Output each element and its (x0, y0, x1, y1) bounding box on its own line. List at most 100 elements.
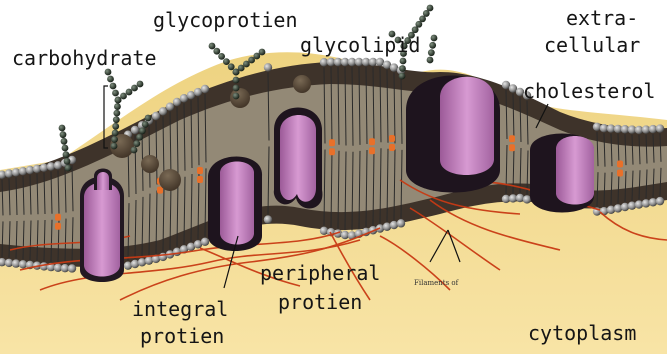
sugar-bead (228, 63, 235, 70)
sugar-bead (218, 53, 225, 60)
sugar-bead (213, 48, 220, 55)
sugar-bead (62, 145, 69, 152)
cholesterol-molecule (509, 135, 515, 142)
lipid-head (201, 238, 209, 246)
lipid-head (593, 123, 601, 131)
lipid-head (628, 201, 636, 209)
sugar-bead (142, 121, 149, 128)
sugar-bead (133, 140, 140, 147)
lipid-head (614, 204, 622, 212)
cholesterol-molecule (389, 144, 395, 151)
lipid-head (138, 258, 146, 266)
lipid-head (383, 223, 391, 231)
sugar-bead (428, 49, 435, 56)
cholesterol-molecule (197, 167, 203, 174)
lipid-head (607, 206, 615, 214)
integral-protein-4 (530, 134, 594, 213)
lipid-head (33, 165, 41, 173)
integral-protein-label-2: protien (140, 325, 224, 347)
sugar-bead (112, 123, 119, 130)
sugar-bead (111, 143, 118, 150)
lipid-head (12, 168, 20, 176)
sugar-bead (107, 76, 114, 83)
sugar-bead (233, 93, 240, 100)
glycoprotein-label: glycoprotien (153, 9, 298, 31)
sugar-bead (113, 110, 120, 117)
sugar-bead (65, 165, 72, 172)
integral-protein-1 (80, 169, 124, 283)
lipid-head (523, 195, 531, 203)
lipid-head (516, 194, 524, 202)
sugar-bead (63, 151, 70, 158)
sugar-bead (233, 77, 240, 84)
sugar-bead (60, 131, 67, 138)
sugar-bead (399, 73, 406, 80)
lipid-head (656, 197, 664, 205)
sugar-bead (115, 97, 122, 104)
lipid-head (320, 227, 328, 235)
sugar-bead (427, 5, 434, 12)
peripheral-protein-label-2: protien (278, 291, 362, 313)
sugar-bead (145, 115, 152, 122)
cholesterol-label: cholesterol (523, 80, 655, 102)
cholesterol-molecule (617, 170, 623, 177)
integral-protein-label-1: integral (132, 298, 228, 320)
lipid-head (68, 264, 76, 272)
lipid-head (264, 215, 272, 223)
sugar-bead (431, 35, 438, 42)
cholesterol-molecule (55, 214, 61, 221)
sugar-bead (61, 138, 68, 145)
sugar-bead (136, 134, 143, 141)
lipid-head (621, 203, 629, 211)
lipid-head (145, 256, 153, 264)
sugar-bead (110, 83, 117, 90)
lipid-head (19, 167, 27, 175)
lipid-head (264, 63, 272, 71)
sugar-bead (139, 127, 146, 134)
cholesterol-molecule (329, 148, 335, 155)
cholesterol-molecule (617, 161, 623, 168)
filaments-small-label: Filaments of (414, 279, 458, 287)
lipid-head (635, 200, 643, 208)
lipid-head (397, 219, 405, 227)
sugar-bead (429, 42, 436, 49)
lipid-head (26, 166, 34, 174)
peripheral-protein-shape (274, 108, 323, 209)
cholesterol-molecule (329, 139, 335, 146)
lipid-head (390, 221, 398, 229)
peripheral-protein-label-1: peripheral (260, 262, 380, 284)
sugar-bead (223, 58, 230, 65)
sugar-bead (233, 85, 240, 92)
lipid-head (5, 169, 13, 177)
sugar-bead (59, 125, 66, 132)
lipid-head (131, 126, 139, 134)
lipid-head (47, 162, 55, 170)
sugar-bead (137, 81, 144, 88)
cholesterol-molecule (197, 176, 203, 183)
cholesterol-molecule (369, 138, 375, 145)
sugar-bead (112, 90, 119, 97)
lipid-head (201, 85, 209, 93)
lipid-head (656, 124, 664, 132)
sugar-bead (113, 116, 120, 123)
cholesterol-molecule (55, 223, 61, 230)
sugar-bead (64, 158, 71, 165)
cholesterol-molecule (509, 144, 515, 151)
cholesterol-molecule (369, 147, 375, 154)
lipid-head (131, 260, 139, 268)
lipid-head (600, 207, 608, 215)
lipid-head (40, 163, 48, 171)
cholesterol-molecule (389, 135, 395, 142)
lipid-head (152, 112, 160, 120)
sugar-bead (120, 93, 127, 100)
sugar-bead (131, 85, 138, 92)
sugar-bead (209, 43, 216, 50)
cholesterol-molecule (157, 187, 163, 194)
lipid-head (642, 199, 650, 207)
lipid-head (166, 102, 174, 110)
extracellular-label-1: extra- (566, 7, 638, 29)
sugar-bead (259, 49, 266, 56)
lipid-head (649, 198, 657, 206)
sugar-bead (112, 129, 119, 136)
